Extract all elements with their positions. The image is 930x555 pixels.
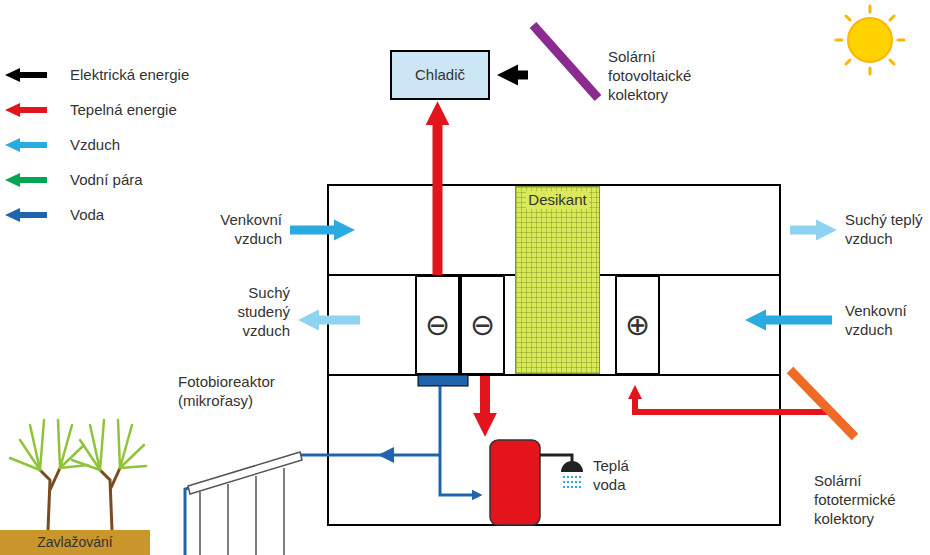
thermal-collector <box>790 370 855 437</box>
node-text: Desikant <box>526 191 588 209</box>
annotation-label: Venkovní vzduch <box>198 211 284 249</box>
legend-text: Voda <box>70 206 104 224</box>
annotation-label: Teplá voda <box>591 457 651 495</box>
legend-text: Vzduch <box>70 136 120 154</box>
heat-exchanger-box: ⊖ <box>415 275 460 375</box>
heater-box: ⊕ <box>615 275 660 375</box>
node-text: ⊕ <box>625 307 650 343</box>
annotation-label: Solární fototermické kolektory <box>812 472 924 528</box>
legend-swatch <box>5 138 50 152</box>
heat-exchanger-box: ⊖ <box>460 275 505 375</box>
annotation-label: Solární fotovoltaické kolektory <box>606 48 716 104</box>
unit-housing <box>328 185 780 525</box>
water-arrowhead <box>378 447 394 463</box>
electric-arrow <box>512 71 528 80</box>
air-arrow <box>790 226 822 235</box>
legend-row: Vodní pára <box>5 171 265 189</box>
sun-icon <box>836 6 904 74</box>
node-text: Chladič <box>415 66 465 84</box>
pv-collector <box>533 25 598 98</box>
desiccant-column: Desikant <box>515 186 600 374</box>
photobioreactor <box>188 452 302 555</box>
air-arrow <box>760 316 832 325</box>
plant-icon <box>10 420 146 530</box>
annotation-label: Suchý studený vzduch <box>222 284 292 340</box>
legend-text: Tepelná energie <box>70 101 177 119</box>
heat-connector <box>433 118 443 275</box>
legend-row: Tepelná energie <box>5 101 265 119</box>
annotation-label: Suchý teplý vzduch <box>843 211 927 249</box>
air-arrow <box>313 316 360 325</box>
annotation-label: Fotobioreaktor (mikrořasy) <box>176 373 296 411</box>
annotation-label: Venkovní vzduch <box>843 302 927 340</box>
hot-water-tank <box>490 440 540 525</box>
air-arrow <box>290 226 340 235</box>
legend-text: Vodní pára <box>70 171 143 189</box>
heat-arrow <box>635 395 830 412</box>
water-pipe <box>185 386 475 555</box>
irrigation-band: Zavlažování <box>0 530 150 555</box>
node-text: ⊖ <box>425 307 450 343</box>
node-text: ⊖ <box>470 307 495 343</box>
legend-text: Elektrická energie <box>70 66 189 84</box>
cooler-box: Chladič <box>390 50 490 100</box>
legend-swatch <box>5 173 50 187</box>
legend-swatch <box>5 68 50 82</box>
condensate-tray <box>418 375 468 386</box>
shower-icon <box>540 455 583 488</box>
legend-swatch <box>5 103 50 117</box>
legend-swatch <box>5 208 50 222</box>
node-text: Zavlažování <box>37 534 112 551</box>
legend-row: Vzduch <box>5 136 265 154</box>
heat-arrow <box>480 376 490 420</box>
legend-row: Elektrická energie <box>5 66 265 84</box>
